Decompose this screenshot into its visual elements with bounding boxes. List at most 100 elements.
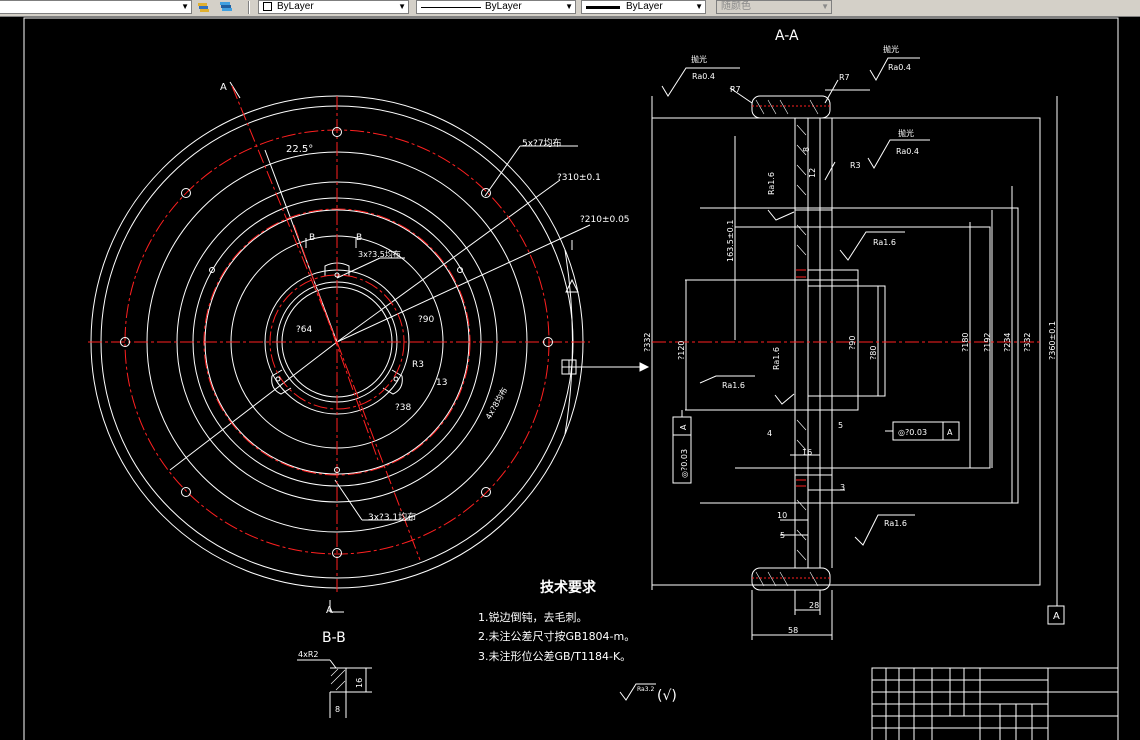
dim-163-label: 163.5±0.1 [726,220,735,262]
dim-192-label: ?192 [983,332,992,352]
detail-dim-8: 8 [335,705,340,714]
dim-box-360 [651,117,1041,586]
small-hole [393,376,399,382]
technical-requirements: 技术要求 1.锐边倒钝，去毛刺。 2.未注公差尺寸按GB1804-m。 3.未注… [478,579,635,663]
bolt-hole [332,127,342,137]
holes-outer-label: 5x?7均布 [522,137,562,149]
dim-8-label: 8 [802,147,811,152]
small-hole [334,272,340,278]
dia-64-label: ?64 [296,325,313,335]
small-hole [457,267,463,273]
dim-28-label: 28 [809,601,819,610]
slot-label: 4x?8均布 [483,386,509,421]
chevron-down-icon[interactable]: ▼ [821,2,829,11]
chevron-down-icon[interactable]: ▼ [565,2,573,11]
dia-90-label: ?90 [418,315,435,325]
r3-label: R3 [412,360,424,370]
bolt-hole [543,337,553,347]
bolt-hole [181,487,191,497]
finish-symbol-icon [699,375,755,384]
coax-ref: A [679,424,688,430]
coax-label: ◎?0.03 [680,449,689,478]
properties-toolbar: ▼ ByLayer ▼ ByLayer ▼ ByLayer ▼ 随颜色 ▼ [0,0,1140,17]
holes-inner-label: 3x?3.5均布 [358,249,401,259]
plotstyle-control-dropdown[interactable]: 随颜色 ▼ [716,0,832,14]
color-control-value: ByLayer [277,1,314,12]
linetype-control-value: ByLayer [485,1,522,12]
dim-234-label: ?234 [1003,332,1012,352]
dim-332b-label: ?332 [1023,332,1032,352]
dim-4-label: 4 [767,429,772,438]
linetype-sample-icon [421,7,481,8]
section-aa-title: A-A [775,28,799,44]
bolt-hole [332,548,342,558]
dim-332-label: ?332 [643,332,652,352]
finish-3-value: Ra0.4 [896,147,919,156]
plotstyle-control-value: 随颜色 [721,1,751,12]
bolt-hole [481,487,491,497]
front-view: A A 22.5° 5x?7均布 ?310±0.1 ?210±0.05 3x?3… [88,81,650,616]
bolt-hole [120,337,130,347]
rim-bottom [751,567,831,591]
section-arrow-icon [565,278,579,293]
finish-1-label: 抛光 [691,54,707,64]
finish-symbol-icon [867,139,930,169]
dim-90-label: ?90 [848,336,857,350]
layer-states-icon[interactable] [219,1,233,13]
section-view-aa: A-A [643,28,1065,640]
ra16-c: Ra1.6 [722,381,745,390]
finish-2-value: Ra0.4 [888,63,911,72]
color-control-dropdown[interactable]: ByLayer ▼ [258,0,409,14]
cut-b-right: B [356,233,362,243]
chevron-down-icon[interactable]: ▼ [398,2,406,11]
toolbar-separator [248,1,250,14]
dim-58-label: 58 [788,626,798,635]
color-swatch-icon [263,2,272,11]
datum-a-box [1047,605,1065,625]
section-arc [564,240,573,435]
chevron-down-icon[interactable]: ▼ [695,2,703,11]
layer-dropdown[interactable]: ▼ [0,0,192,14]
dim-12-label: 12 [808,168,817,178]
lineweight-sample-icon [586,6,620,9]
holes-bottom-label: 3x?3.1均布 [368,511,416,523]
section-bb-title: B-B [322,630,346,646]
angle-label: 22.5° [286,144,313,155]
finish-1-value: Ra0.4 [692,72,715,81]
finish-symbol-icon [839,231,905,261]
dim-13-label: 13 [436,378,447,388]
slot-left [271,369,292,395]
detail-view-bb: B-B 4xR2 16 8 [297,630,372,718]
notes-title: 技术要求 [540,579,597,596]
dim-16-label: 16 [802,448,812,457]
r7-left-label: R7 [730,85,741,94]
dia-210-label: ?210±0.05 [580,215,630,225]
section-marker-a-bottom: A [326,605,333,616]
ra16-a: Ra1.6 [873,238,896,247]
dim-5-label: 5 [838,421,843,430]
layer-previous-icon[interactable] [197,1,211,13]
general-finish-paren: (√) [657,688,677,704]
dim-3-label: 3 [840,483,845,492]
dia-310-label: ?310±0.1 [557,173,601,183]
finish-3-label: 抛光 [898,128,914,138]
bolt-hole [181,188,191,198]
chevron-down-icon[interactable]: ▼ [181,2,189,11]
dim-180-label: ?180 [961,332,970,352]
cut-b-left: B [309,233,315,243]
dia-38-label: ?38 [395,403,412,413]
section-marker-a-top: A [220,82,227,93]
finish-symbol-icon [869,57,920,82]
ra16-d: Ra1.6 [767,172,776,195]
notes-line-3: 3.未注形位公差GB/T1184-K。 [478,649,631,663]
general-finish-value: Ra3.2 [637,686,654,693]
notes-line-2: 2.未注公差尺寸按GB1804-m。 [478,629,635,643]
small-hole [275,376,281,382]
detail-profile [330,667,347,693]
linetype-control-dropdown[interactable]: ByLayer ▼ [416,0,576,14]
dim-120-label: ?120 [677,340,686,360]
lineweight-control-dropdown[interactable]: ByLayer ▼ [581,0,706,14]
notes-line-1: 1.锐边倒钝，去毛刺。 [478,610,588,624]
drawing-canvas[interactable]: A A 22.5° 5x?7均布 ?310±0.1 ?210±0.05 3x?3… [0,16,1140,740]
r7-right-label: R7 [839,73,850,82]
